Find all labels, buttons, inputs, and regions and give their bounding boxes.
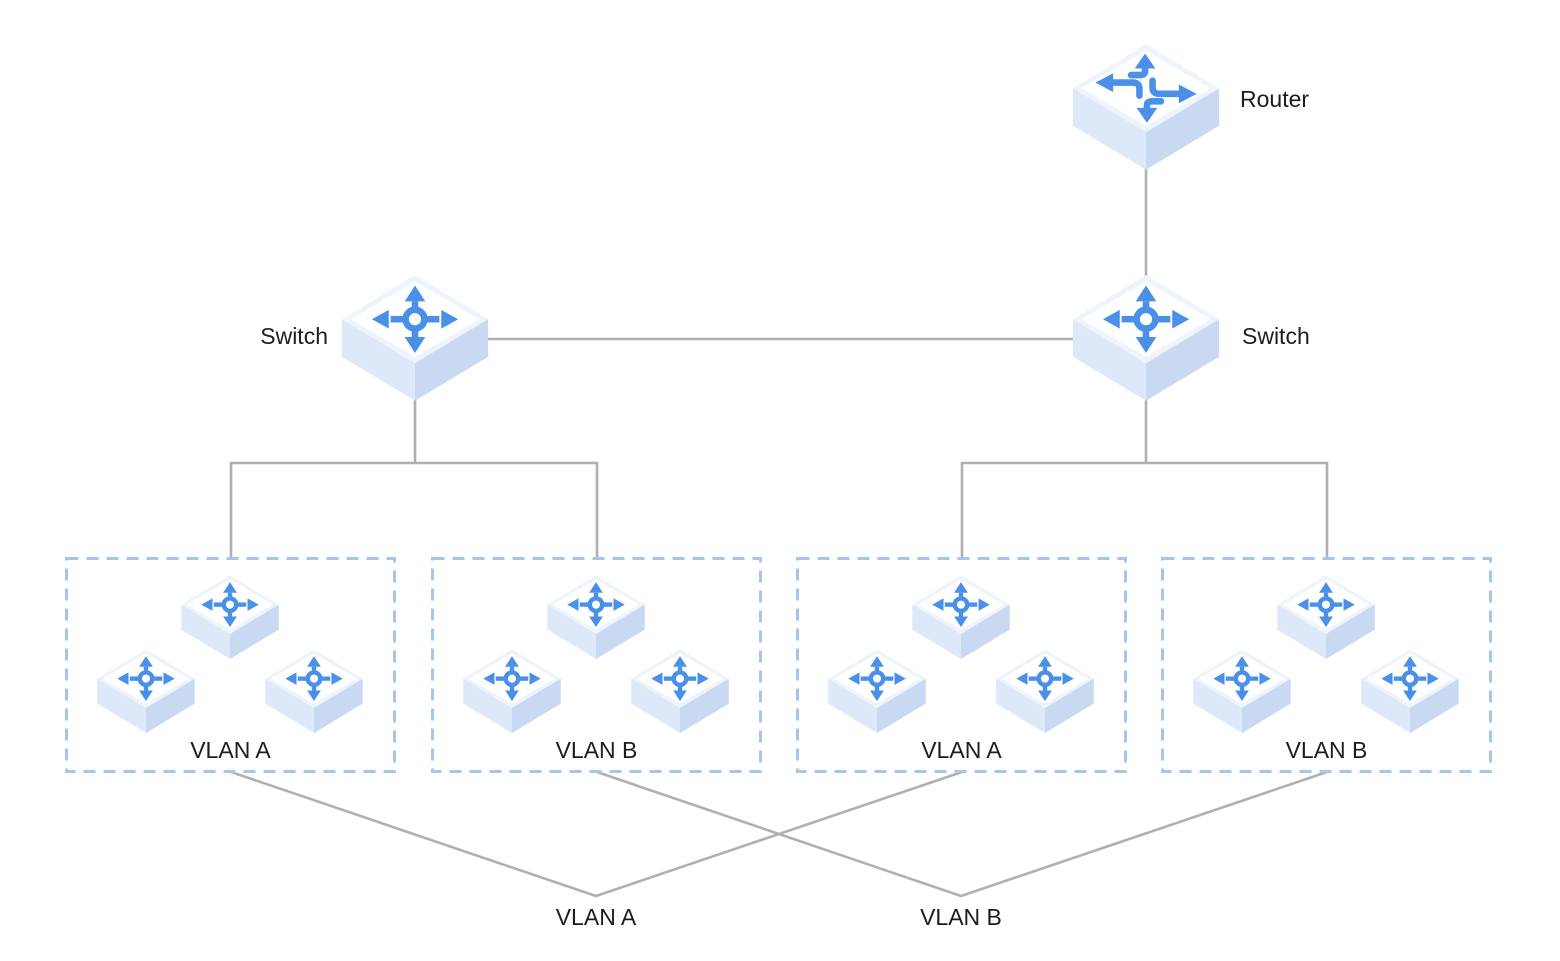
vlan-device-switch-icon <box>180 574 280 659</box>
vlan-device-switch-icon <box>1192 648 1292 733</box>
wire-vlan-a-junction <box>230 770 963 898</box>
vlan-group-2-label: VLAN B <box>555 737 638 763</box>
vlan-device-switch-icon <box>1276 574 1376 659</box>
vlan-device-switch-icon <box>1360 648 1460 733</box>
vlan-group-3-border <box>796 557 1127 773</box>
switch-right-icon <box>1071 273 1221 401</box>
vlan-a-junction-label: VLAN A <box>555 904 637 930</box>
vlan-group-2: VLAN B <box>431 557 762 772</box>
vlan-group-1-border <box>65 557 396 773</box>
vlan-device-switch-icon <box>462 648 562 733</box>
vlan-group-1: VLAN A <box>65 557 396 772</box>
switch-right-label: Switch <box>1242 323 1310 349</box>
vlan-device-switch-icon <box>630 648 730 733</box>
wire-switch-left-to-vlans <box>229 390 599 557</box>
vlan-group-4: VLAN B <box>1161 557 1492 772</box>
vlan-group-1-label: VLAN A <box>190 737 271 763</box>
vlan-b-junction-label: VLAN B <box>920 904 1002 930</box>
vlan-device-switch-icon <box>96 648 196 733</box>
vlan-group-4-label: VLAN B <box>1285 737 1368 763</box>
switch-left-icon <box>340 273 490 401</box>
vlan-device-switch-icon <box>995 648 1095 733</box>
vlan-group-3-label: VLAN A <box>921 737 1002 763</box>
router-icon <box>1071 42 1221 170</box>
vlan-device-switch-icon <box>911 574 1011 659</box>
vlan-group-3: VLAN A <box>796 557 1127 772</box>
vlan-group-2-border <box>431 557 762 773</box>
vlan-group-4-border <box>1161 557 1492 773</box>
wire-switch-right-to-vlans <box>960 390 1329 557</box>
switch-left-label: Switch <box>260 323 328 349</box>
router-label: Router <box>1240 86 1310 112</box>
vlan-device-switch-icon <box>264 648 364 733</box>
wire-vlan-b-junction <box>596 770 1328 898</box>
vlan-device-switch-icon <box>546 574 646 659</box>
vlan-device-switch-icon <box>827 648 927 733</box>
